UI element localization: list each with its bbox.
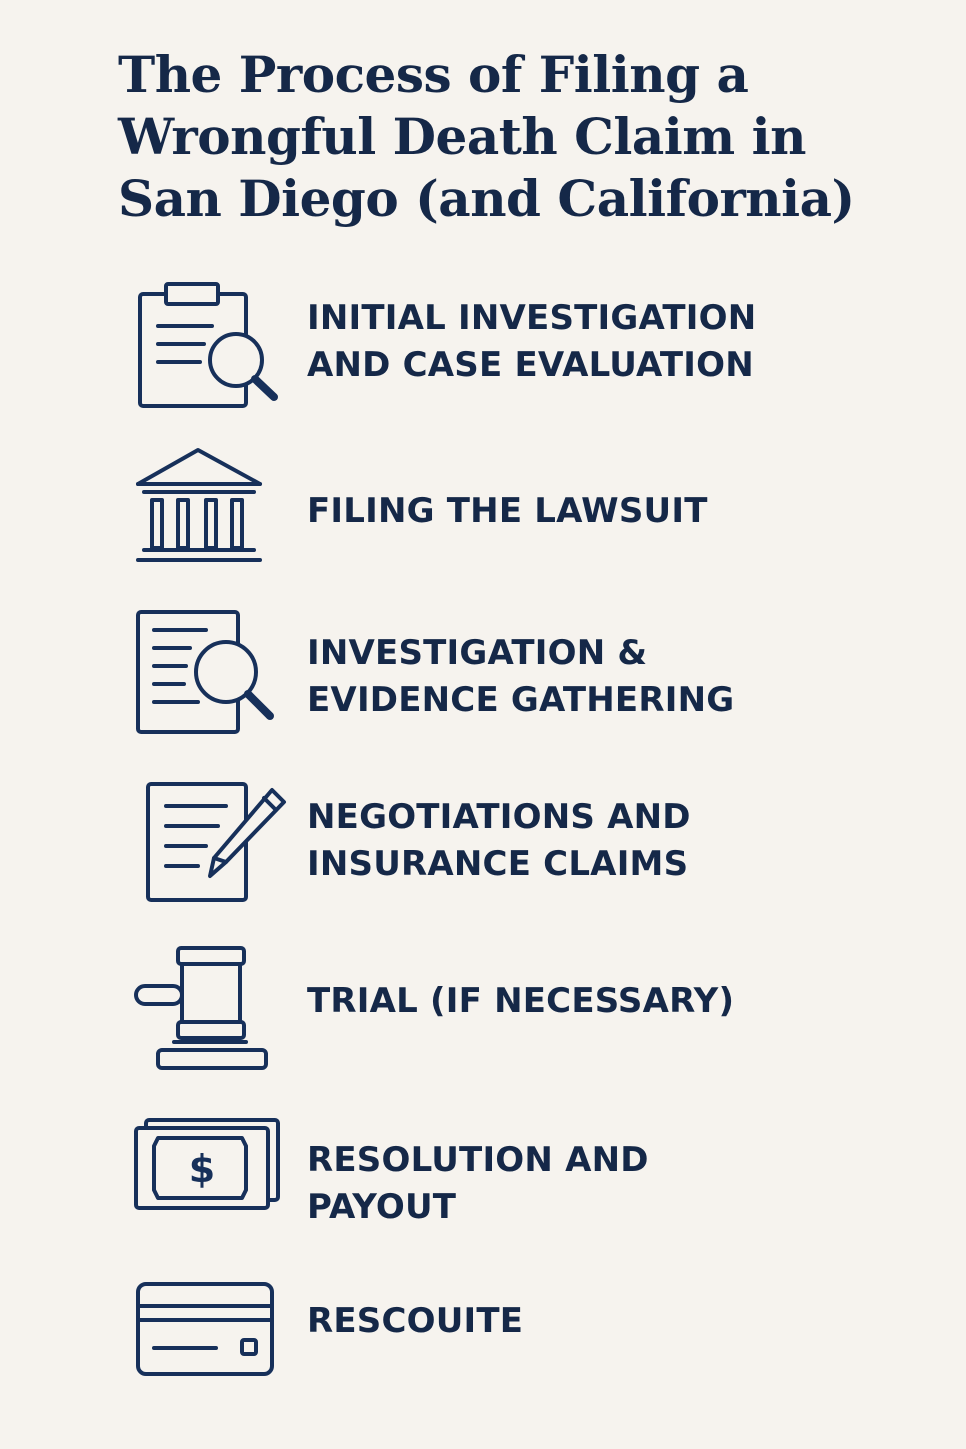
step-label: RESOLUTION AND PAYOUT	[307, 1140, 649, 1227]
gavel-icon	[130, 944, 290, 1074]
step-label: INVESTIGATION & EVIDENCE GATHERING	[307, 633, 735, 720]
dollar-sign: $	[189, 1147, 215, 1191]
step-label: INITIAL INVESTIGATION AND CASE EVALUATIO…	[307, 298, 757, 385]
courthouse-icon	[130, 446, 290, 566]
clipboard-search-icon	[130, 280, 290, 412]
step-label: RESCOUITE	[307, 1301, 524, 1341]
document-pencil-icon	[130, 780, 290, 906]
document-search-icon	[130, 610, 290, 738]
title-line-1: The Process of Filing a	[118, 45, 749, 104]
title-line-2: Wrongful Death Claim in	[118, 107, 806, 166]
step-label: FILING THE LAWSUIT	[307, 491, 708, 531]
cash-icon: $	[130, 1118, 290, 1218]
step-label: TRIAL (IF NECESSARY)	[307, 981, 735, 1021]
step-label: NEGOTIATIONS AND INSURANCE CLAIMS	[307, 797, 691, 884]
credit-card-icon	[130, 1282, 290, 1378]
title-line-3: San Diego (and California)	[118, 169, 855, 228]
page-title: The Process of Filing a Wrongful Death C…	[118, 44, 898, 230]
